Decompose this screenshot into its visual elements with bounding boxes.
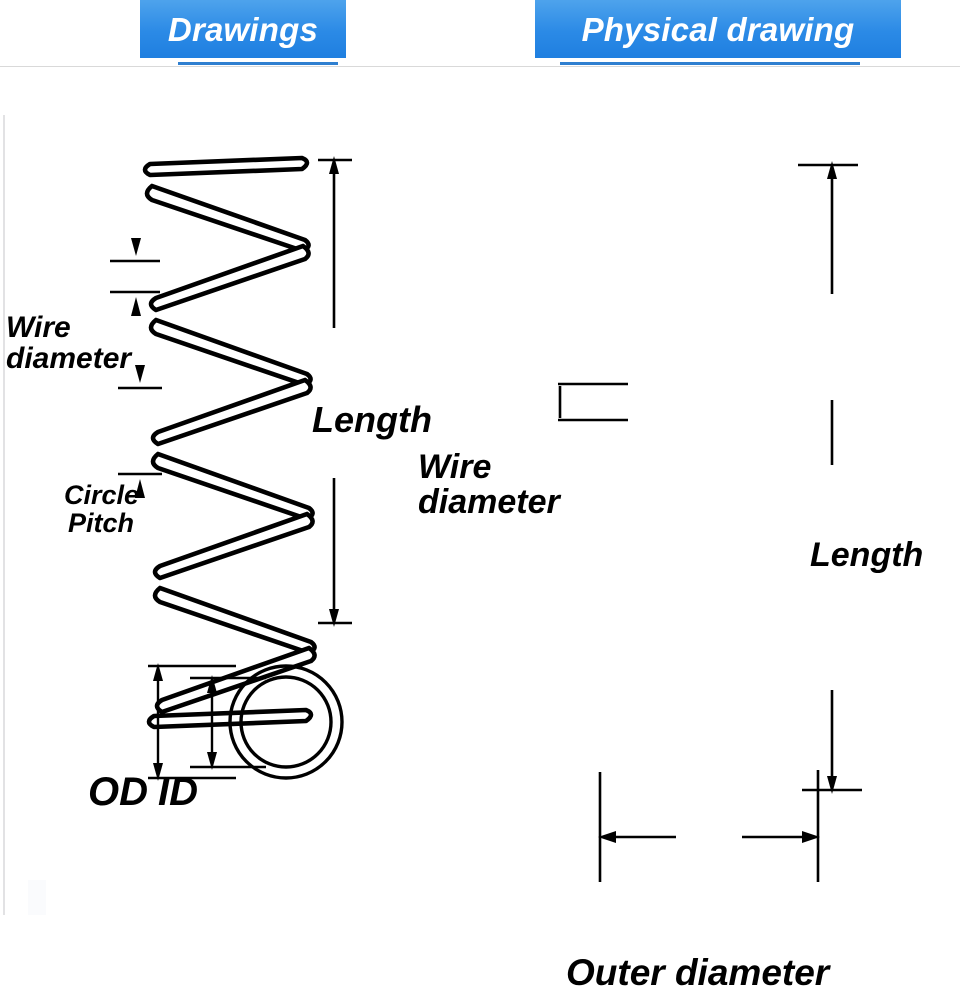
coil-outline — [142, 155, 317, 730]
wire-arrow-up-left — [131, 297, 141, 316]
tab-drawings-underline — [178, 62, 338, 65]
physical-drawing-panel: Wire diameter Length Outer diameter — [418, 70, 960, 992]
physical-annotations — [558, 161, 862, 882]
id-arrow-down — [207, 752, 217, 770]
id-arrow-up — [207, 675, 217, 693]
wire-diameter-label-right-line1: Wire — [418, 448, 492, 486]
od-arrow-down — [153, 763, 163, 781]
wire-diameter-dimension-left — [110, 259, 160, 294]
header-divider — [0, 66, 960, 67]
wire-diameter-label-left-line2: diameter — [6, 342, 132, 376]
drawings-panel: Wire diameter Circle Pitch Length OD ID — [0, 70, 480, 960]
pitch-arrow-down — [135, 365, 145, 383]
left-border-rule — [3, 115, 5, 915]
length-dimension-left — [318, 158, 352, 625]
bottom-left-block — [28, 880, 46, 915]
length-arrow-up-left — [329, 156, 339, 174]
wire-diameter-label-left-line1: Wire — [6, 311, 71, 344]
circle-pitch-label: Circle Pitch — [64, 481, 139, 537]
wire-arrow-down-left — [131, 238, 141, 256]
pitch-arrow-up — [135, 479, 145, 498]
length-label-left: Length — [312, 399, 432, 440]
length-label-right: Length — [810, 536, 924, 574]
circle-pitch-label-line2: Pitch — [68, 508, 135, 539]
outer-diameter-arrow-left — [598, 831, 616, 843]
tab-physical-drawing[interactable]: Physical drawing — [535, 0, 901, 58]
outer-diameter-arrow-right — [802, 831, 820, 843]
circle-pitch-label-line1: Circle — [64, 480, 140, 510]
length-arrow-down-right — [827, 776, 837, 794]
outer-diameter-dimension — [598, 770, 820, 882]
circle-pitch-dimension — [118, 386, 162, 476]
spring-line-drawing — [110, 155, 352, 781]
length-arrow-up-right — [827, 161, 837, 179]
wire-diameter-dimension-right — [558, 382, 628, 422]
wire-diameter-label-left: Wire diameter — [6, 312, 131, 374]
tab-physical-drawing-label: Physical drawing — [581, 10, 855, 48]
coil-cross-section-ring — [228, 664, 344, 780]
id-dimension — [190, 676, 266, 769]
tab-physical-drawing-underline — [560, 62, 860, 65]
tab-drawings-label: Drawings — [167, 10, 319, 48]
length-arrow-down-left — [329, 609, 339, 627]
length-dimension-right — [798, 163, 862, 792]
od-arrow-up — [153, 663, 163, 681]
tab-drawings[interactable]: Drawings — [140, 0, 346, 58]
inner-diameter-abbr-label: ID — [158, 770, 198, 814]
outer-diameter-abbr-label: OD — [88, 770, 148, 814]
wire-diameter-label-right: Wire diameter — [418, 448, 560, 522]
wire-diameter-label-right-line2: diameter — [418, 483, 560, 522]
od-dimension — [148, 664, 236, 780]
